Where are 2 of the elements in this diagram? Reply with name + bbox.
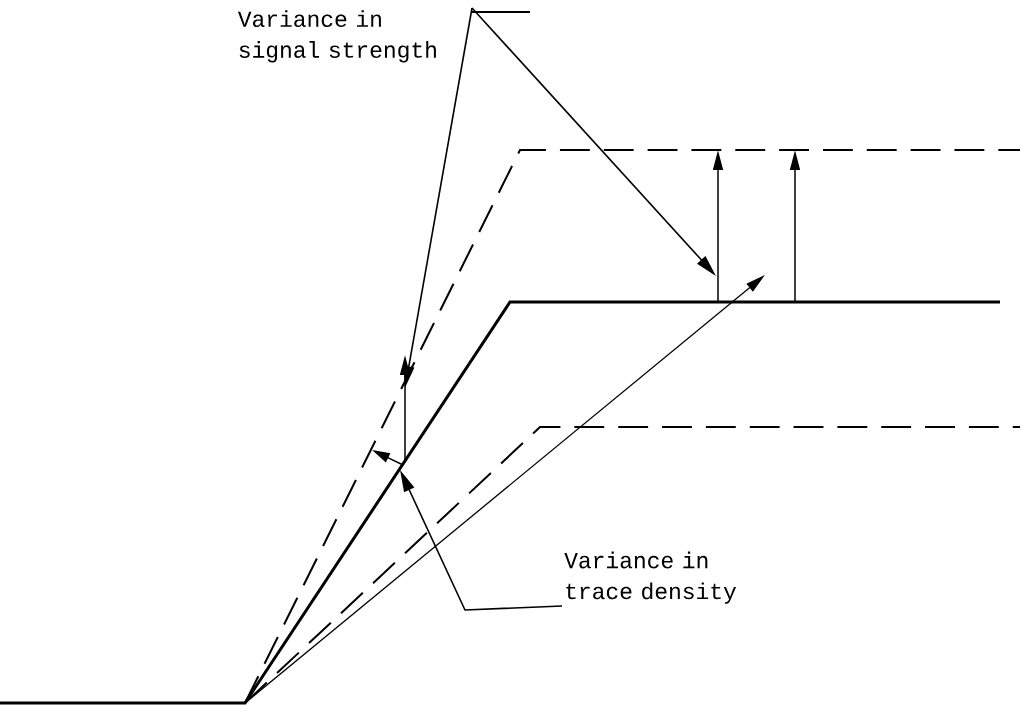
- text-label: Variance in signal strength: [237, 10, 436, 63]
- text-label: Variance in trace density: [564, 551, 737, 604]
